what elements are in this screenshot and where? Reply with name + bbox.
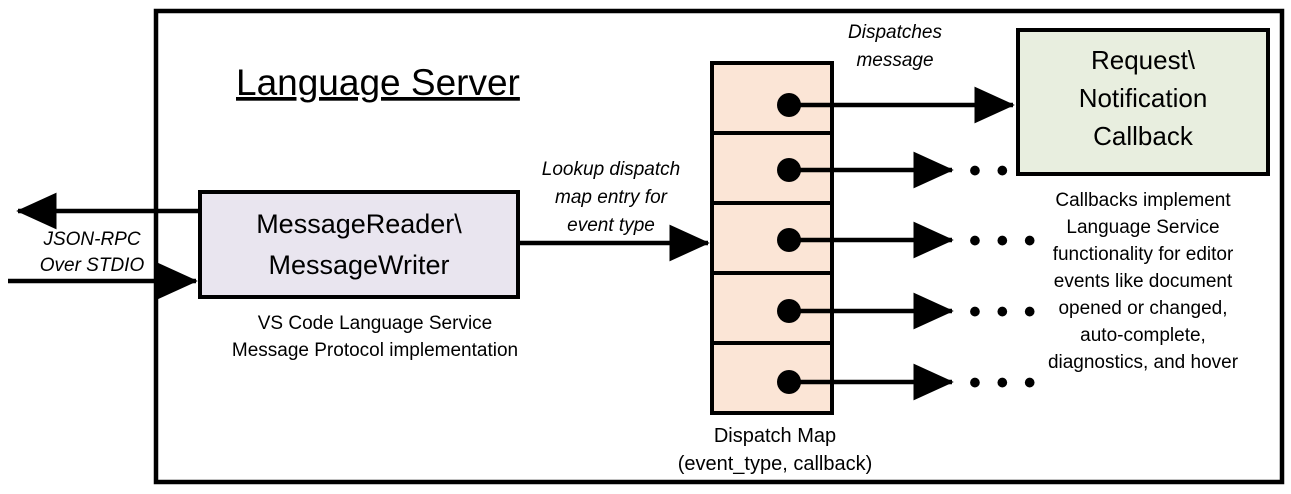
callback-caption-line3: functionality for editor [1053, 244, 1234, 265]
ellipsis-row-5: • • • [969, 364, 1039, 402]
callback-caption-line6: auto-complete, [1080, 325, 1206, 346]
message-box-caption-line2: Message Protocol implementation [232, 340, 518, 361]
dispatch-map-row-5[interactable] [710, 341, 834, 415]
lookup-label-line1: Lookup dispatch [542, 159, 680, 180]
callback-box-line1: Request\ [1091, 45, 1196, 75]
callback-caption-line4: events like document [1054, 271, 1233, 292]
page-title: Language Server [236, 62, 520, 103]
lookup-label-line2: map entry for [555, 187, 668, 208]
callback-box-line3: Callback [1093, 121, 1194, 151]
callback-caption-line7: diagnostics, and hover [1048, 352, 1239, 373]
ellipsis-row-3: • • • [969, 222, 1039, 260]
message-reader-writer-box[interactable] [198, 190, 520, 299]
callback-caption-line2: Language Service [1066, 217, 1219, 238]
json-rpc-label-line1: JSON-RPC [42, 229, 140, 250]
json-rpc-label-line2: Over STDIO [40, 255, 145, 276]
callback-caption-line1: Callbacks implement [1055, 190, 1231, 211]
callback-caption-line5: opened or changed, [1058, 298, 1227, 319]
lookup-label-line3: event type [567, 215, 655, 236]
request-notification-callback-box[interactable] [1016, 28, 1270, 176]
dispatch-label-line1: Dispatches [848, 22, 942, 43]
callback-box-line2: Notification [1079, 83, 1208, 113]
message-box-caption-line1: VS Code Language Service [258, 313, 493, 334]
message-box-line1: MessageReader\ [256, 209, 462, 239]
ellipsis-row-4: • • • [969, 293, 1039, 331]
dispatch-map-row-4[interactable] [710, 271, 834, 345]
dispatch-map-caption-line2: (event_type, callback) [678, 453, 873, 475]
message-box-line2: MessageWriter [268, 250, 449, 280]
dispatch-map-caption-line1: Dispatch Map [714, 425, 836, 447]
language-server-boundary [153, 8, 1285, 485]
dispatch-label-line2: message [856, 50, 933, 71]
dispatch-map-row-1[interactable] [710, 61, 834, 135]
